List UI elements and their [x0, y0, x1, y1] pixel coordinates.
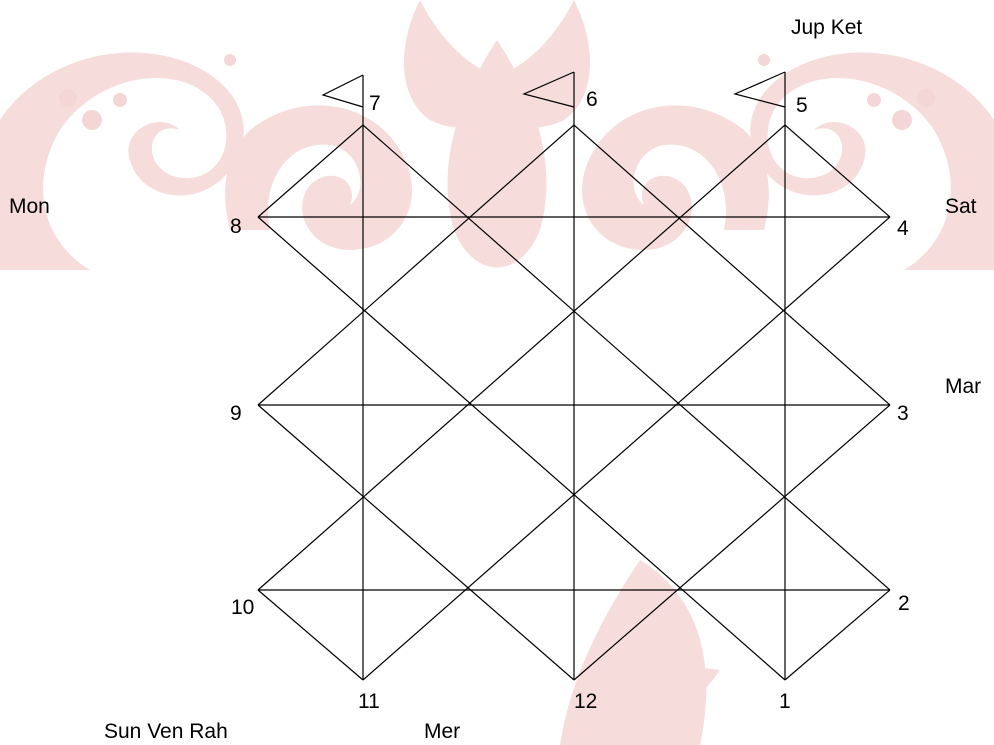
planet-label-mar: Mar: [945, 375, 981, 398]
flag-icon-7: [323, 75, 363, 107]
planet-label-jup-ket: Jup Ket: [791, 16, 862, 39]
house-number-11: 11: [358, 690, 380, 713]
house-number-9: 9: [230, 402, 242, 425]
flag-markers: [323, 72, 785, 107]
planet-label-mer: Mer: [424, 720, 460, 743]
planet-label-sun-ven-rah: Sun Ven Rah: [104, 720, 228, 743]
house-number-5: 5: [796, 94, 808, 117]
house-number-3: 3: [897, 402, 909, 425]
planet-label-sat: Sat: [945, 195, 977, 218]
house-number-7: 7: [369, 92, 381, 115]
house-number-4: 4: [897, 217, 909, 240]
house-number-1: 1: [779, 690, 791, 713]
chart-grid: [258, 72, 890, 680]
house-number-10: 10: [231, 596, 254, 619]
house-number-12: 12: [574, 690, 597, 713]
flag-icon-5: [735, 72, 785, 107]
house-number-6: 6: [586, 88, 598, 111]
house-number-2: 2: [898, 592, 910, 615]
flag-icon-6: [524, 72, 574, 107]
planet-labels: Jup Ket Mon Sat Mar Sun Ven Rah Mer: [9, 16, 981, 743]
house-numbers: 1 2 3 4 5 6 7 8 9 10 11 12: [230, 88, 910, 713]
house-number-8: 8: [230, 215, 242, 238]
planet-label-mon: Mon: [9, 195, 50, 218]
